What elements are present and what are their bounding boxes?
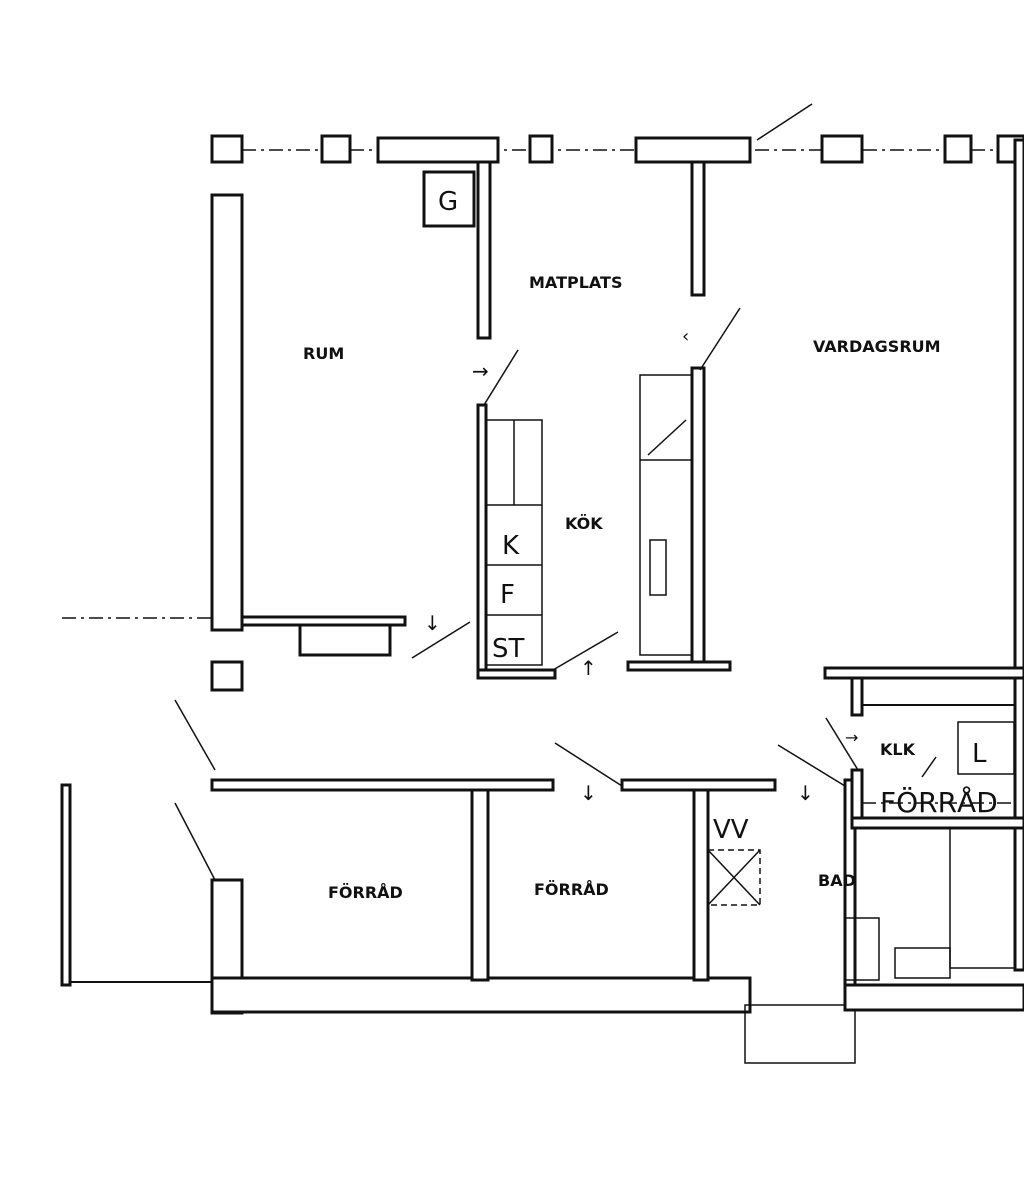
svg-text:→: → (472, 359, 489, 383)
fixture-g: G (438, 187, 458, 217)
room-labels: RUM MATPLATS VARDAGSRUM KÖK KLK FÖRRÅD F… (303, 273, 998, 902)
fixture-l: L (972, 739, 987, 769)
top-facade-windows (210, 103, 1024, 164)
svg-text:↑: ↑ (580, 656, 597, 680)
fixture-vv: VV (713, 815, 749, 845)
fixtures: G K F ST VV L (422, 170, 987, 845)
room-kok: KÖK (565, 514, 603, 533)
fixture-f: F (500, 580, 515, 610)
fixture-st: ST (492, 634, 525, 664)
room-klk: KLK (880, 740, 916, 759)
room-vardagsrum: VARDAGSRUM (813, 337, 941, 356)
svg-text:↓: ↓ (797, 781, 814, 805)
fixture-k: K (502, 531, 520, 561)
room-bad: BAD (818, 871, 856, 890)
arrows: → ↓ ↑ ↓ ↓ → ‹ (424, 326, 858, 805)
walls (60, 138, 1024, 1064)
room-matplats: MATPLATS (529, 273, 622, 292)
room-rum: RUM (303, 344, 344, 363)
svg-text:→: → (845, 728, 858, 747)
room-forrad-2: FÖRRÅD (534, 880, 609, 899)
svg-text:‹: ‹ (682, 326, 689, 347)
room-forrad-1: FÖRRÅD (328, 883, 403, 902)
doors (174, 307, 937, 881)
room-forrad-klk: FÖRRÅD (880, 785, 998, 819)
svg-text:↓: ↓ (580, 781, 597, 805)
svg-text:↓: ↓ (424, 611, 441, 635)
